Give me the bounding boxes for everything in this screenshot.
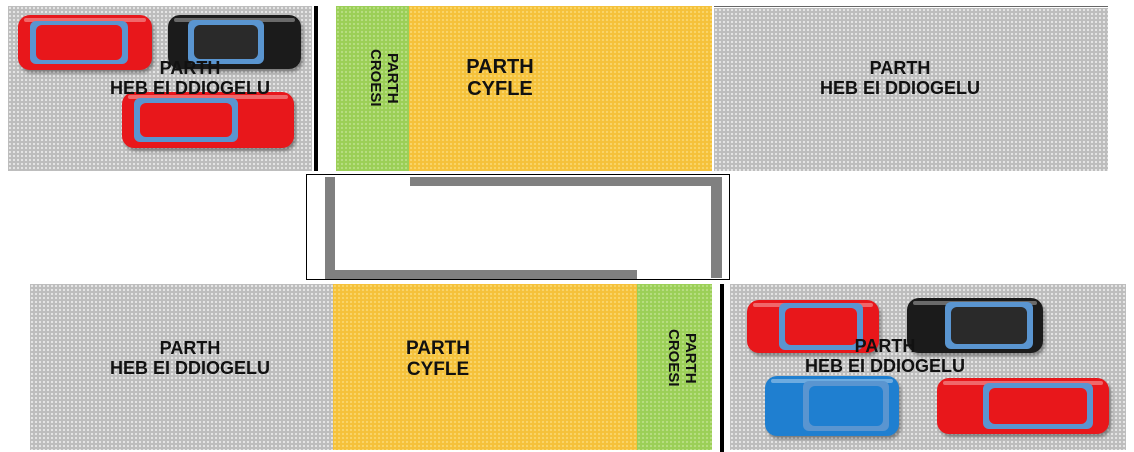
car-black-bottom-right [907, 298, 1043, 353]
car-red-top-left-2 [122, 92, 294, 148]
car-red-bottom-right-2 [937, 378, 1109, 434]
middle-bar-right [711, 177, 722, 278]
car-red-top-left-1 [18, 15, 152, 70]
top-left-footway-label: PARTH HEB EI DDIOGELU [109, 58, 270, 99]
car-red-bottom-right-1 [747, 300, 879, 353]
middle-bar-bottom [325, 270, 637, 279]
bottom-right-footway-label: PARTH HEB EI DDIOGELU [804, 336, 965, 377]
bottom-crossing-label: PARTH CROESI [664, 329, 699, 387]
middle-outline-box [306, 174, 730, 280]
bottom-crossing-zone [637, 284, 712, 450]
top-right-footway [714, 8, 1108, 171]
top-cycle-lane [409, 6, 712, 171]
top-left-kerb-line [314, 6, 318, 171]
top-right-footway-label: PARTH HEB EI DDIOGELU [819, 58, 980, 99]
bottom-cycle-lane [333, 284, 637, 450]
top-crossing-zone [336, 6, 409, 171]
bottom-left-footway-label: PARTH HEB EI DDIOGELU [109, 338, 270, 379]
top-border-line [714, 6, 1108, 7]
top-cycle-label: PARTH CYFLE [466, 56, 534, 101]
middle-bar-top [410, 177, 722, 186]
car-blue-bottom-right [765, 376, 899, 436]
car-black-top-left [168, 15, 301, 69]
bottom-left-footway [30, 284, 333, 450]
top-crossing-label: PARTH CROESI [366, 49, 401, 107]
middle-bar-left [325, 177, 335, 277]
bottom-right-kerb-line [720, 284, 724, 452]
bottom-cycle-label: PARTH CYFLE [405, 338, 471, 381]
